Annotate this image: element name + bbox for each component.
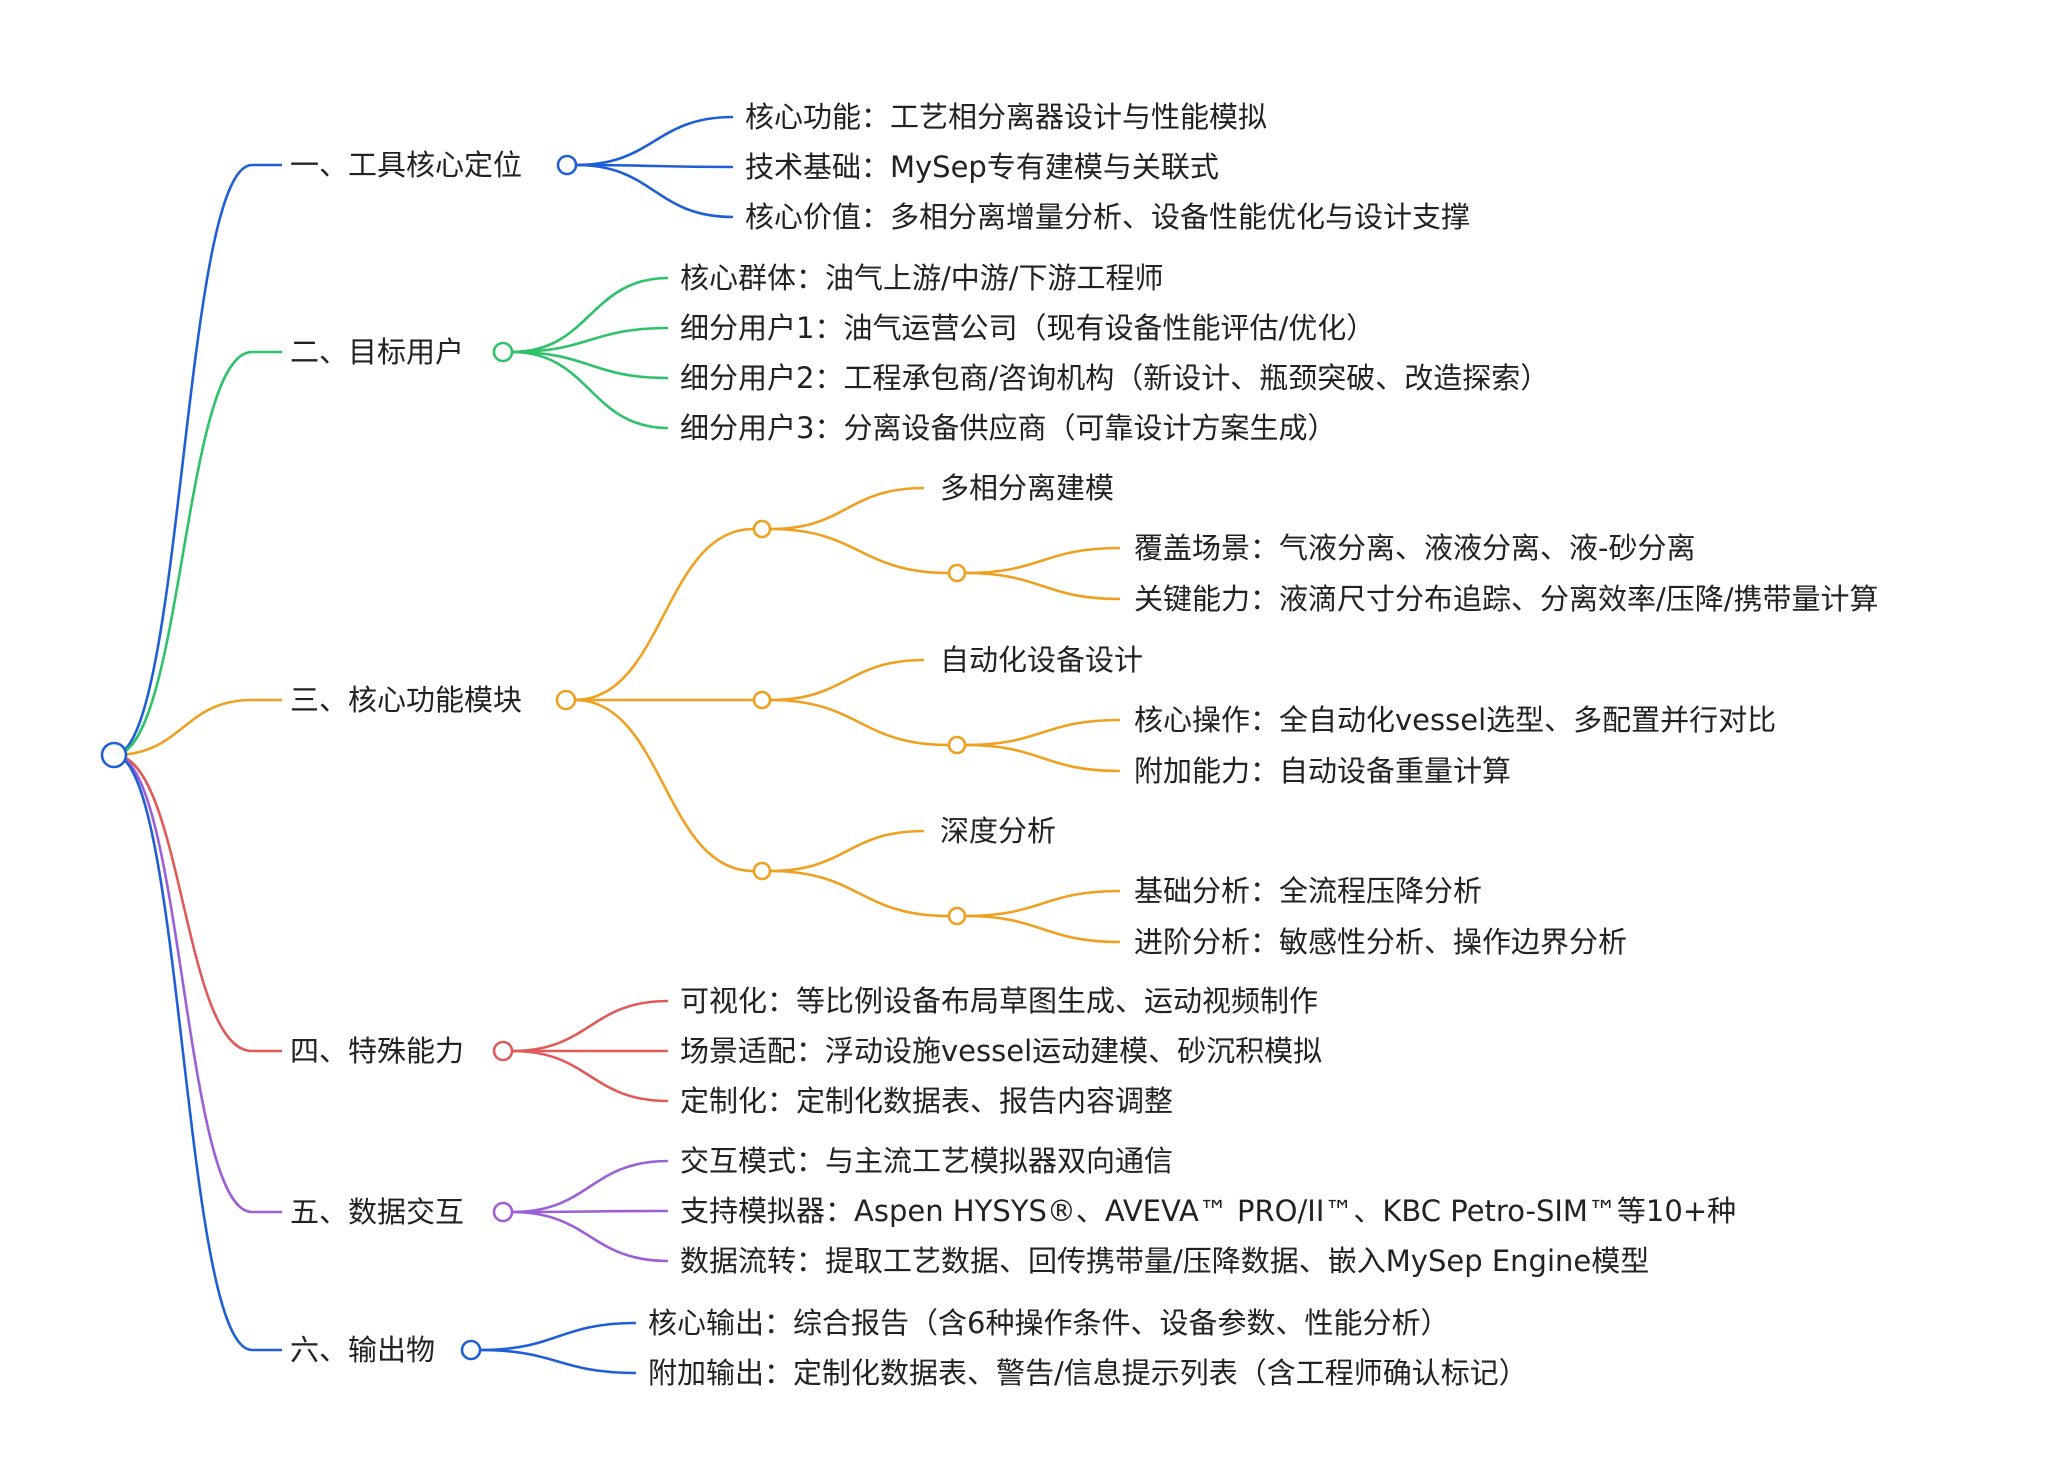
edge-b2-leaf-1 <box>511 326 669 354</box>
module-item-label-1-1: 附加能力：自动设备重量计算 <box>1134 754 1511 788</box>
edge-b4-leaf-0 <box>511 999 669 1053</box>
edge-b1-leaf-0 <box>575 115 734 167</box>
edge-b5-leaf-1 <box>511 1209 669 1214</box>
edge-root-b1 <box>113 163 253 757</box>
branch-node-b2[interactable] <box>492 341 514 363</box>
branch-node-b3[interactable] <box>555 689 577 711</box>
leaf-label-b2-0: 核心群体：油气上游/中游/下游工程师 <box>680 261 1164 295</box>
module-node-2[interactable] <box>752 861 772 881</box>
leaf-label-b6-1: 附加输出：定制化数据表、警告/信息提示列表（含工程师确认标记） <box>648 1356 1528 1390</box>
branch-node-b6[interactable] <box>460 1339 482 1361</box>
edge-mod-1-item-1 <box>964 743 1121 773</box>
leaf-label-b5-2: 数据流转：提取工艺数据、回传携带量/压降数据、嵌入MySep Engine模型 <box>680 1244 1649 1278</box>
branch-node-b1[interactable] <box>556 154 578 176</box>
edge-b6-leaf-1 <box>479 1348 637 1375</box>
branch-node-b5[interactable] <box>492 1201 514 1223</box>
edge-b2-leaf-0 <box>511 276 669 354</box>
branch-label-b6: 六、输出物 <box>290 1333 435 1367</box>
leaf-label-b5-1: 支持模拟器：Aspen HYSYS®、AVEVA™ PRO/II™、KBC Pe… <box>680 1194 1736 1228</box>
module-title-0: 多相分离建模 <box>940 471 1114 505</box>
edge-b5-leaf-0 <box>511 1159 669 1214</box>
module-sub-node-0[interactable] <box>947 563 967 583</box>
leaf-label-b1-1: 技术基础：MySep专有建模与关联式 <box>745 150 1219 184</box>
edge-mod-2-title <box>769 829 925 873</box>
branch-label-b2: 二、目标用户 <box>290 335 464 369</box>
edge-b3-mod-2 <box>574 698 754 873</box>
edge-root-b2 <box>113 350 253 757</box>
edge-b2-leaf-2 <box>511 350 669 380</box>
edge-mod-0-item-0 <box>964 546 1121 575</box>
edge-root-b5 <box>113 753 253 1214</box>
leaf-label-b2-1: 细分用户1：油气运营公司（现有设备性能评估/优化） <box>680 311 1375 345</box>
branch-label-b3: 三、核心功能模块 <box>290 683 522 717</box>
edge-mod-1-item-0 <box>964 718 1121 747</box>
edge-mod-0-item-1 <box>964 571 1121 601</box>
edge-mod-1-sub <box>769 698 950 747</box>
branch-label-b1: 一、工具核心定位 <box>290 148 522 182</box>
edge-mod-2-item-1 <box>964 914 1121 944</box>
module-item-label-1-0: 核心操作：全自动化vessel选型、多配置并行对比 <box>1134 703 1776 737</box>
edge-mod-0-sub <box>769 527 950 575</box>
module-item-label-0-0: 覆盖场景：气液分离、液液分离、液-砂分离 <box>1134 531 1695 565</box>
edge-b1-leaf-2 <box>575 163 734 219</box>
edge-b3-mod-0 <box>574 527 754 702</box>
module-item-label-0-1: 关键能力：液滴尺寸分布追踪、分离效率/压降/携带量计算 <box>1134 582 1879 616</box>
edge-b5-leaf-2 <box>511 1210 669 1263</box>
leaf-label-b1-0: 核心功能：工艺相分离器设计与性能模拟 <box>745 100 1267 134</box>
edge-b6-leaf-0 <box>479 1321 637 1352</box>
edge-mod-2-item-0 <box>964 889 1121 918</box>
leaf-label-b2-2: 细分用户2：工程承包商/咨询机构（新设计、瓶颈突破、改造探索） <box>680 361 1549 395</box>
leaf-label-b4-0: 可视化：等比例设备布局草图生成、运动视频制作 <box>680 984 1318 1018</box>
edge-mod-0-title <box>769 486 925 531</box>
module-title-2: 深度分析 <box>940 814 1056 848</box>
edge-b2-leaf-3 <box>511 350 669 430</box>
branch-node-b4[interactable] <box>492 1040 514 1062</box>
edge-b1-leaf-1 <box>575 163 734 169</box>
leaf-label-b4-2: 定制化：定制化数据表、报告内容调整 <box>680 1084 1173 1118</box>
leaf-label-b4-1: 场景适配：浮动设施vessel运动建模、砂沉积模拟 <box>680 1034 1322 1068</box>
edge-mod-1-title <box>769 658 925 702</box>
module-sub-node-1[interactable] <box>947 735 967 755</box>
edge-mod-2-sub <box>769 869 950 918</box>
edge-b4-leaf-2 <box>511 1049 669 1103</box>
leaf-label-b1-2: 核心价值：多相分离增量分析、设备性能优化与设计支撑 <box>745 200 1470 234</box>
leaf-label-b6-0: 核心输出：综合报告（含6种操作条件、设备参数、性能分析） <box>648 1306 1449 1340</box>
edge-root-b6 <box>113 753 253 1352</box>
module-title-1: 自动化设备设计 <box>940 643 1143 677</box>
edge-root-b3 <box>113 698 253 757</box>
root-node[interactable] <box>100 741 128 769</box>
nodes-layer: 一、工具核心定位 核心功能：工艺相分离器设计与性能模拟技术基础：MySep专有建模… <box>100 100 1879 1390</box>
branch-label-b4: 四、特殊能力 <box>290 1034 464 1068</box>
edge-root-b4 <box>113 753 253 1053</box>
module-item-label-2-1: 进阶分析：敏感性分析、操作边界分析 <box>1134 925 1627 959</box>
module-node-0[interactable] <box>752 519 772 539</box>
leaf-label-b2-3: 细分用户3：分离设备供应商（可靠设计方案生成） <box>680 411 1336 445</box>
edges-layer <box>113 115 1121 1375</box>
module-item-label-2-0: 基础分析：全流程压降分析 <box>1134 874 1482 908</box>
module-node-1[interactable] <box>752 690 772 710</box>
leaf-label-b5-0: 交互模式：与主流工艺模拟器双向通信 <box>680 1144 1173 1178</box>
branch-label-b5: 五、数据交互 <box>290 1195 464 1229</box>
module-sub-node-2[interactable] <box>947 906 967 926</box>
